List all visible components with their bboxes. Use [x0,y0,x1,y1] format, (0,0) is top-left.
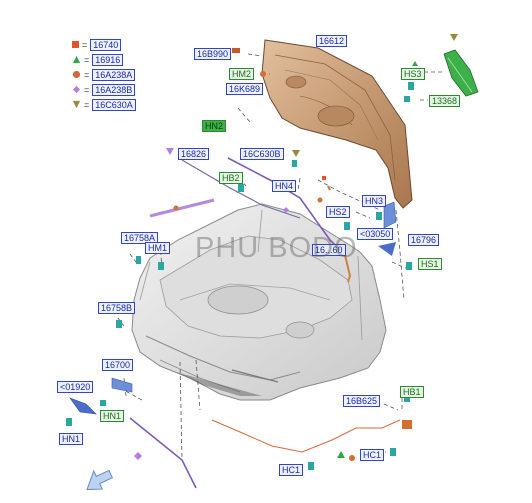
callout-03050[interactable]: <03050 [357,228,394,240]
legend-code[interactable]: 16C630A [92,98,136,111]
watermark-text: PHU BODO [195,232,358,264]
callout-16826[interactable]: 16826 [178,148,210,160]
callout-16b625[interactable]: 16B625 [343,395,381,407]
callout-hn1[interactable]: HN1 [100,410,125,422]
legend-item: = 16916 [72,53,124,66]
leader-lines [117,53,444,471]
hood-release-cable [181,159,301,219]
callout-16758a[interactable]: 16758A [121,232,159,244]
callout-hs1[interactable]: HS1 [418,258,442,270]
callout-partial[interactable]: 16...60 [312,244,346,256]
callout-hm2[interactable]: HM2 [229,68,255,80]
callout-hb2[interactable]: HB2 [219,172,243,184]
callout-16612[interactable]: 16612 [316,35,348,47]
callout-16b990[interactable]: 16B990 [194,48,232,60]
circle-icon [72,70,81,79]
legend-code[interactable]: 16916 [92,53,124,66]
callout-hb1[interactable]: HB1 [400,386,424,398]
callout-hm1[interactable]: HM1 [145,242,171,254]
callout-16k689[interactable]: 16K689 [226,83,264,95]
legend-code[interactable]: 16740 [90,38,122,51]
legend-equals: = [82,39,88,50]
fasteners [66,34,458,470]
legend-item: = 16A238B [72,83,136,96]
callout-01920[interactable]: <01920 [57,381,94,393]
callout-16796[interactable]: 16796 [408,234,440,246]
legend-item: = 16C630A [72,98,136,111]
triangle-icon [72,55,81,64]
legend-code[interactable]: 16A238B [92,83,136,96]
hood-panel [261,39,413,209]
diamond-icon [72,85,81,94]
callout-hc1[interactable]: HC1 [279,464,304,476]
legend-equals: = [84,99,90,110]
callout-16758b[interactable]: 16758B [98,302,136,314]
callout-hc1[interactable]: HC1 [360,449,385,461]
front-seal [149,198,215,218]
callout-hn1[interactable]: HN1 [59,433,84,445]
legend-equals: = [84,69,90,80]
hood-seal-strip [227,157,341,251]
hood-seal-panel [443,49,479,97]
callout-hn4[interactable]: HN4 [272,180,297,192]
legend-item: = 16A238A [72,68,136,81]
square-icon [72,41,79,48]
legend-item: = 16740 [72,38,122,51]
inverted-triangle-icon [72,100,81,109]
callout-hn3[interactable]: HN3 [362,195,387,207]
legend-code[interactable]: 16A238A [92,68,136,81]
callout-hs2[interactable]: HS2 [326,206,350,218]
callout-16700[interactable]: 16700 [102,359,134,371]
legend-equals: = [84,54,90,65]
latch-cable [211,419,401,453]
hood-prop-clip [344,254,352,283]
legend-equals: = [84,84,90,95]
callout-hs3[interactable]: HS3 [401,68,425,80]
callout-13368[interactable]: 13368 [429,95,461,107]
callout-16c630b[interactable]: 16C630B [240,148,284,160]
lower-seal-strip [129,417,197,489]
direction-arrow-icon [86,469,114,491]
callout-hn2[interactable]: HN2 [202,120,227,132]
